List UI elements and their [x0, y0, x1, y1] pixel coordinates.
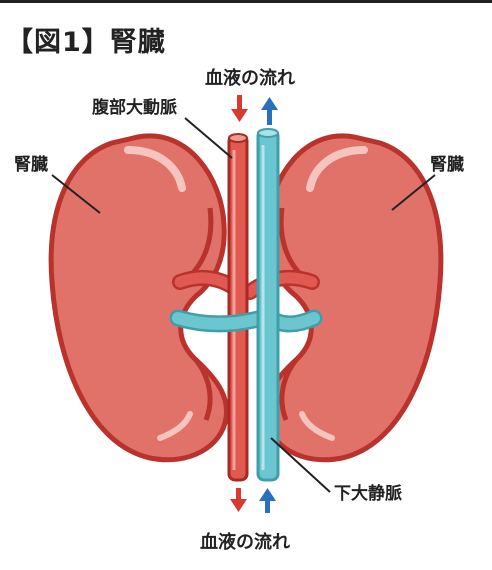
inferior-vena-cava	[258, 129, 278, 480]
label-kidney-right: 腎臓	[430, 157, 464, 174]
kidney-left	[51, 136, 226, 460]
arrow-up-top-icon	[261, 97, 278, 125]
label-inferior-vena-cava: 下大静脈	[334, 486, 402, 503]
label-abdominal-aorta: 腹部大動脈	[92, 100, 177, 117]
label-blood-flow-bottom: 血液の流れ	[200, 534, 290, 552]
abdominal-aorta	[229, 134, 247, 480]
label-kidney-left: 腎臓	[14, 157, 48, 174]
kidney-right	[265, 136, 440, 460]
renal-veins	[178, 318, 314, 324]
arrow-down-top-icon	[231, 95, 248, 122]
arrow-down-bottom-icon	[230, 488, 247, 512]
arrow-up-bottom-icon	[259, 488, 276, 513]
label-blood-flow-top: 血液の流れ	[205, 70, 295, 88]
